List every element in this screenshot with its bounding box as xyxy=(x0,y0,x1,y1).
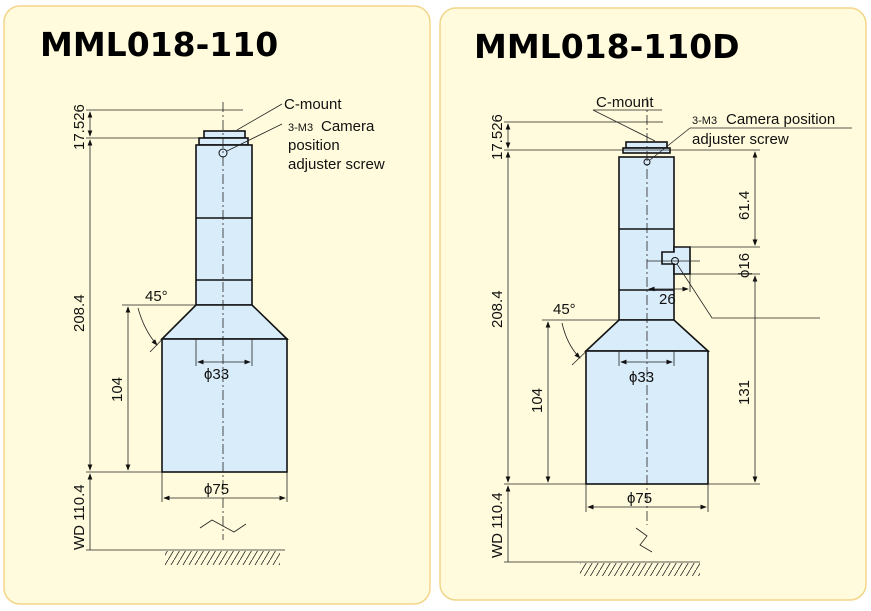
c-mount-label: C-mount xyxy=(596,94,654,111)
dim-131-label: 131 xyxy=(736,380,753,405)
angle-label: 45° xyxy=(145,288,168,305)
dim-top-label: 17.526 xyxy=(489,114,506,160)
model-title: MML018-110 xyxy=(40,25,278,64)
dia-16-label: ϕ16 xyxy=(736,253,753,278)
dim-61-label: 61.4 xyxy=(736,191,753,220)
screw-prefix-label: 3-M3 xyxy=(288,122,313,134)
dim-top-label: 17.526 xyxy=(71,104,88,150)
dia-75-label: ϕ75 xyxy=(204,481,229,498)
angle-label: 45° xyxy=(553,301,576,318)
dia-33-label: ϕ33 xyxy=(204,366,229,383)
wd-label: WD 110.4 xyxy=(489,492,506,558)
model-title: MML018-110D xyxy=(474,27,740,66)
dimension-lines xyxy=(86,103,288,565)
screw-label-line3: adjuster screw xyxy=(288,156,385,173)
screw-label-line2: adjuster screw xyxy=(692,131,789,148)
screw-prefix-label: 3-M3 xyxy=(692,115,717,127)
screw-label-line2: position xyxy=(288,137,340,154)
dim-total-label: 208.4 xyxy=(71,294,88,332)
dim-104-label: 104 xyxy=(109,377,126,402)
dim-104-label: 104 xyxy=(529,388,546,413)
dim-total-label: 208.4 xyxy=(489,290,506,328)
screw-label-line1: Camera position xyxy=(726,111,835,128)
dimension-lines xyxy=(504,109,852,576)
dia-33-label: ϕ33 xyxy=(629,369,654,386)
screw-label-line1: Camera xyxy=(321,118,375,135)
dia-75-label: ϕ75 xyxy=(627,490,652,507)
wd-label: WD 110.4 xyxy=(71,484,88,550)
panel-mml018-110d: MML018-110D xyxy=(439,7,867,601)
dim-26-label: 26 xyxy=(659,291,676,308)
c-mount-label: C-mount xyxy=(284,96,342,113)
panel-mml018-110: MML018-110 xyxy=(3,5,431,605)
